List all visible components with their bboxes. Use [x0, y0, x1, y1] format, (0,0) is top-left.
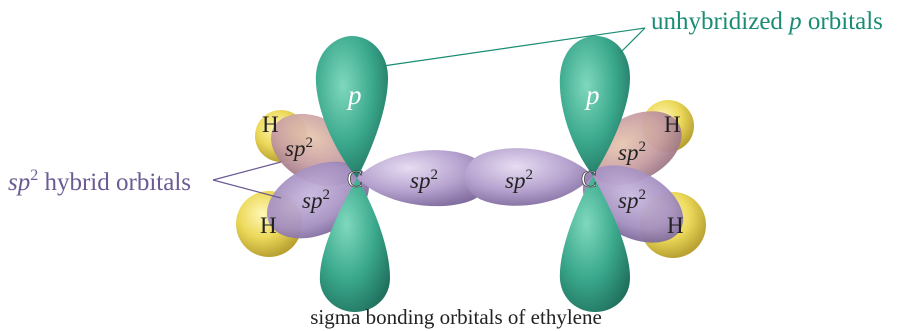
carbon-atom-label: C: [581, 167, 597, 193]
sp2-orbital-label: sp2: [505, 167, 533, 193]
p-label-leader: [382, 27, 646, 67]
p-orbital-label: p: [346, 80, 362, 110]
sp2-hybrid-orbitals-label: sp2 hybrid orbitals: [8, 167, 191, 196]
sp2-orbital-label: sp2: [410, 167, 438, 193]
right-carbon-group: [464, 36, 706, 312]
sp2-orbital-label: sp2: [618, 139, 646, 165]
sp2-lobe: [464, 148, 593, 206]
p-orbital-upper-lobe: [315, 36, 388, 178]
label-leader-lines: [382, 27, 646, 67]
hydrogen-atom-label: H: [260, 213, 277, 238]
left-carbon-group: [236, 36, 488, 312]
carbon-atom-label: C: [347, 167, 363, 193]
p-orbital-upper-lobe: [559, 36, 630, 176]
hydrogen-atom-label: H: [667, 213, 684, 238]
hydrogen-atom-label: H: [664, 112, 681, 137]
sp2-orbital-label: sp2: [302, 187, 330, 213]
figure-caption: sigma bonding orbitals of ethylene: [310, 305, 602, 329]
sp2-lobe: [357, 150, 488, 207]
unhybridized-p-orbitals-label: unhybridized p orbitals: [651, 8, 883, 35]
hybrid-label-leader: [212, 161, 282, 181]
sp2-orbital-label: sp2: [285, 135, 313, 161]
hybrid-label-leaders: [212, 161, 282, 199]
p-orbital-lower-lobe: [559, 176, 630, 312]
hydrogen-atom-label: H: [262, 112, 279, 137]
hybrid-label-leader: [212, 179, 282, 199]
p-orbital-lower-lobe: [319, 178, 390, 312]
sp2-orbital-label: sp2: [618, 187, 646, 213]
p-label-leader: [619, 27, 646, 54]
p-orbital-label: p: [584, 80, 600, 110]
